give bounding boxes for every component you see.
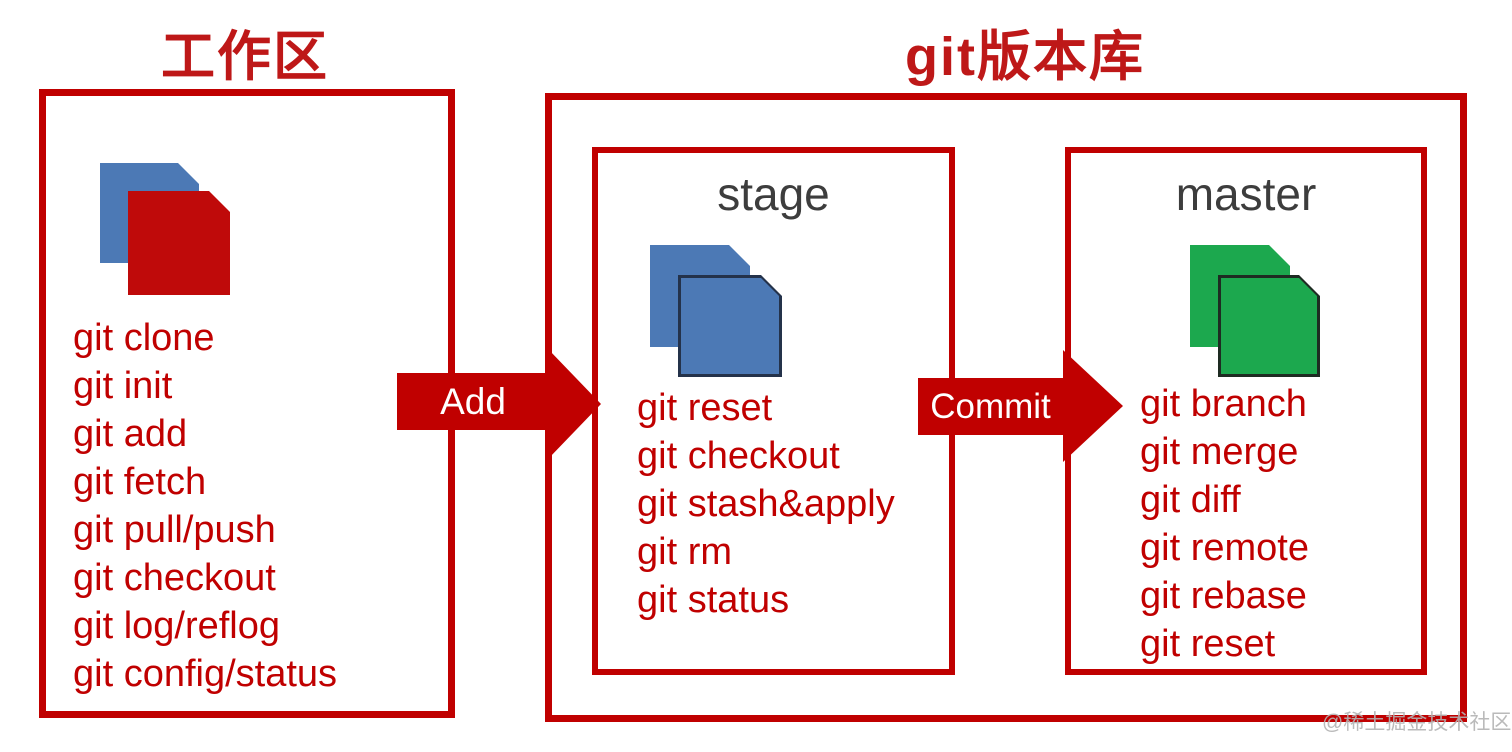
master-title: master [1175, 168, 1317, 220]
command-item: git status [637, 579, 790, 621]
command-item: git log/reflog [73, 605, 281, 647]
command-item: git rebase [1140, 575, 1307, 617]
green-document-icon [1218, 275, 1320, 377]
command-item: git add [73, 413, 188, 455]
command-item: git clone [73, 317, 215, 359]
workspace-title: 工作区 [161, 27, 329, 87]
watermark: @稀土掘金技术社区 [1322, 711, 1512, 734]
command-item: git pull/push [73, 509, 276, 551]
command-item: git stash&apply [637, 483, 895, 525]
arrow-head-icon [1063, 350, 1123, 462]
arrow-head-icon [549, 350, 601, 458]
command-item: git checkout [637, 435, 840, 477]
command-item: git remote [1140, 527, 1309, 569]
repository-title: git版本库 [905, 27, 1145, 87]
commit-arrow-label: Commit [918, 378, 1063, 435]
command-item: git init [73, 365, 173, 407]
blue-document-icon [678, 275, 782, 377]
command-item: git merge [1140, 431, 1299, 473]
add-arrow-label: Add [397, 373, 549, 430]
workspace-command-list: git clone git init git add git fetch git pul… [73, 314, 337, 698]
master-command-list: git branch git merge git diff git remote git… [1140, 380, 1309, 668]
command-item: git config/status [73, 653, 338, 695]
red-document-icon [128, 191, 230, 295]
command-item: git diff [1140, 479, 1241, 521]
stage-command-list: git reset git checkout git stash&apply git … [637, 384, 895, 624]
command-item: git checkout [73, 557, 276, 599]
command-item: git reset [1140, 623, 1276, 665]
command-item: git branch [1140, 383, 1307, 425]
stage-title: stage [717, 168, 830, 220]
command-item: git rm [637, 531, 732, 573]
add-arrow: Add [397, 350, 601, 458]
command-item: git fetch [73, 461, 207, 503]
commit-arrow: Commit [918, 350, 1123, 462]
command-item: git reset [637, 387, 773, 429]
